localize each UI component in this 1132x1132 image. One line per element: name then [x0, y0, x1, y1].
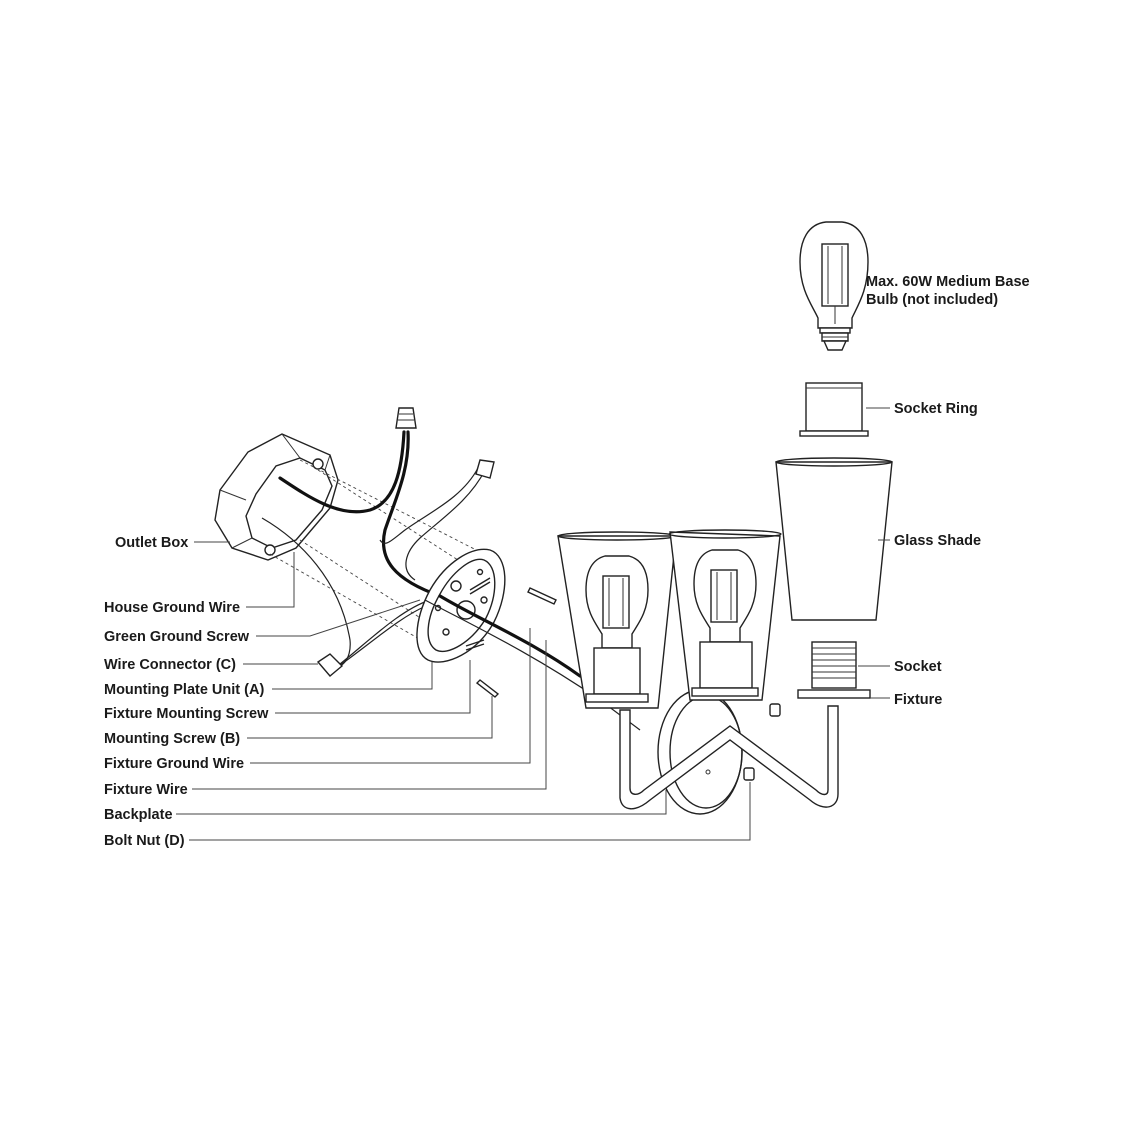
outlet-box-drawing: [214, 433, 487, 651]
bulb-label-line2: Bulb (not included): [866, 292, 998, 308]
fixture-label: Fixture: [894, 692, 942, 708]
fixture-assembly-drawing: [557, 529, 839, 815]
socket-ring-label: Socket Ring: [894, 401, 978, 417]
loose-screws-drawing: [475, 587, 557, 698]
fixture-ground-wire-label: Fixture Ground Wire: [104, 756, 244, 772]
mounting-plate-label: Mounting Plate Unit (A): [104, 682, 264, 698]
green-ground-screw-label: Green Ground Screw: [104, 629, 250, 645]
socket-ring-drawing: [799, 382, 869, 437]
bulb-label-line1: Max. 60W Medium Base: [866, 274, 1030, 290]
wire-connector-label: Wire Connector (C): [104, 657, 236, 673]
backplate-label: Backplate: [104, 807, 173, 823]
socket-drawing: [797, 641, 871, 699]
glass-shade-drawing: [775, 457, 893, 621]
bolt-nut-label: Bolt Nut (D): [104, 833, 185, 849]
labels: Max. 60W Medium Base Bulb (not included)…: [104, 274, 1030, 849]
fixture-mounting-screw-label: Fixture Mounting Screw: [104, 706, 269, 722]
mounting-screw-label: Mounting Screw (B): [104, 731, 240, 747]
glass-shade-label: Glass Shade: [894, 533, 981, 549]
leader-lines: [176, 407, 890, 841]
socket-label: Socket: [894, 659, 942, 675]
house-ground-wire-label: House Ground Wire: [104, 600, 240, 616]
outlet-box-label: Outlet Box: [115, 535, 188, 551]
mounting-plate-drawing: [416, 548, 506, 663]
mounting-plate-screws: [465, 577, 491, 651]
house-wires-drawing: [261, 407, 495, 677]
bulb-drawing: [799, 221, 869, 351]
fixture-wire-label: Fixture Wire: [104, 782, 188, 798]
